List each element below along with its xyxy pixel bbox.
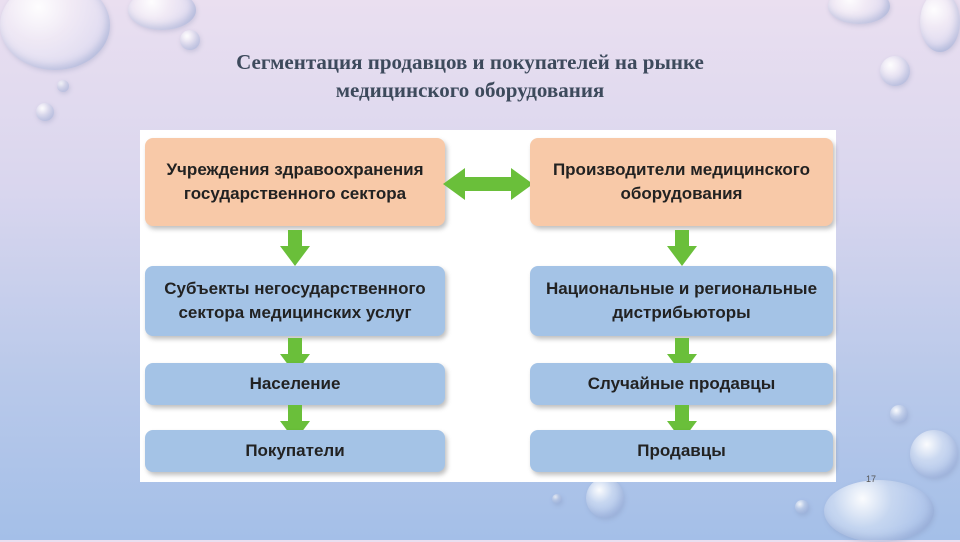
box-private-medical-line1: Субъекты негосударственного <box>164 279 426 298</box>
box-distributors-line1: Национальные и региональные <box>545 279 818 298</box>
droplet-decoration <box>0 0 110 70</box>
box-manufacturers-line2: оборудования <box>620 184 743 203</box>
box-population-label: Население <box>249 374 341 393</box>
droplet-decoration <box>824 480 934 542</box>
slide-title: Сегментация продавцов и покупателей на р… <box>150 48 790 104</box>
page-number: 17 <box>866 474 877 484</box>
droplet-decoration <box>586 478 624 518</box>
arrow-down-icon <box>667 338 697 374</box>
droplet-decoration <box>828 0 890 24</box>
box-buyers-label: Покупатели <box>245 441 345 460</box>
box-population: Население <box>145 363 445 405</box>
arrow-down-icon <box>667 230 697 266</box>
box-distributors: Национальные и региональные дистрибьютор… <box>530 266 833 336</box>
double-arrow-icon <box>443 168 533 200</box>
droplet-decoration <box>795 500 809 514</box>
droplet-decoration <box>880 56 910 86</box>
box-public-healthcare-line2: государственного сектора <box>183 184 407 203</box>
box-manufacturers: Производители медицинского оборудования <box>530 138 833 226</box>
droplet-decoration <box>890 405 908 423</box>
droplet-decoration <box>920 0 960 52</box>
droplet-decoration <box>910 430 958 478</box>
box-public-healthcare-line1: Учреждения здравоохранения <box>166 160 424 179</box>
box-private-medical-line2: сектора медицинских услуг <box>178 303 412 322</box>
box-sellers: Продавцы <box>530 430 833 472</box>
diagram-panel: Учреждения здравоохранения государственн… <box>140 130 836 482</box>
arrow-down-icon <box>280 405 310 441</box>
arrow-down-icon <box>280 338 310 374</box>
box-manufacturers-line1: Производители медицинского <box>552 160 811 179</box>
box-sellers-label: Продавцы <box>637 441 726 460</box>
slide-title-line1: Сегментация продавцов и покупателей на р… <box>236 50 704 74</box>
slide-title-line2: медицинского оборудования <box>335 78 605 102</box>
droplet-decoration <box>128 0 196 30</box>
droplet-decoration <box>552 494 562 504</box>
box-buyers: Покупатели <box>145 430 445 472</box>
box-random-sellers-label: Случайные продавцы <box>587 374 776 393</box>
arrow-down-icon <box>280 230 310 266</box>
droplet-decoration <box>180 30 200 50</box>
box-private-medical: Субъекты негосударственного сектора меди… <box>145 266 445 336</box>
box-random-sellers: Случайные продавцы <box>530 363 833 405</box>
box-distributors-line2: дистрибьюторы <box>612 303 751 322</box>
arrow-down-icon <box>667 405 697 441</box>
droplet-decoration <box>36 103 54 121</box>
droplet-decoration <box>57 80 69 92</box>
box-public-healthcare: Учреждения здравоохранения государственн… <box>145 138 445 226</box>
